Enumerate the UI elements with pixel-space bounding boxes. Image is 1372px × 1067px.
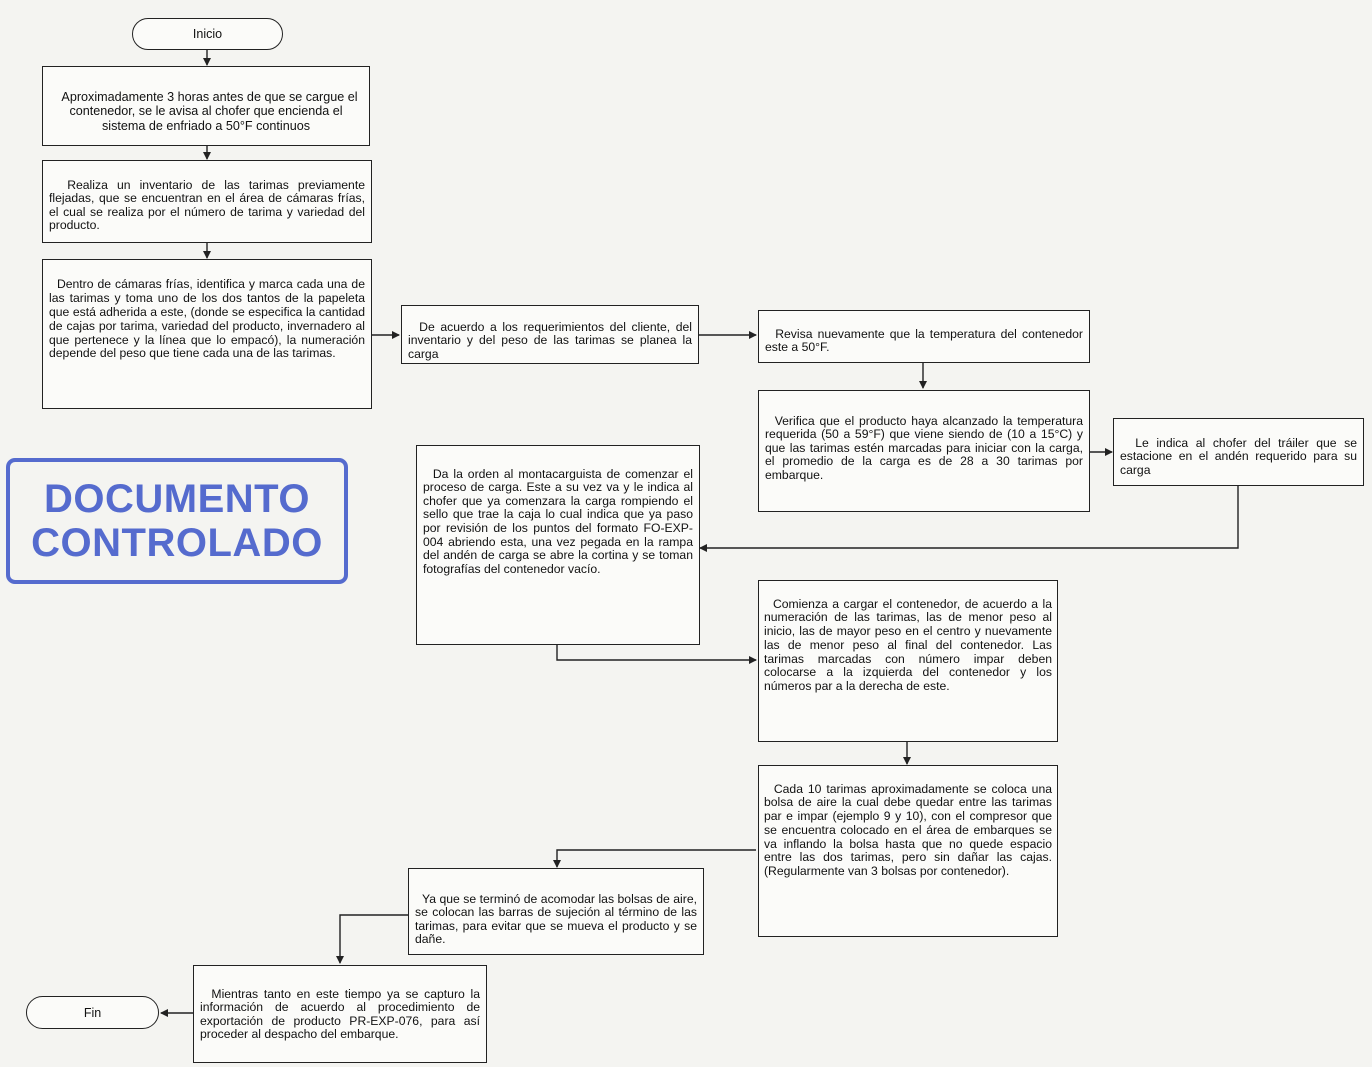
step-5-text: Revisa nuevamente que la temperatura del…: [765, 326, 1087, 355]
step-3-box: Dentro de cámaras frías, identifica y ma…: [42, 259, 372, 409]
step-12-text: Mientras tanto en este tiempo ya se capt…: [200, 986, 484, 1042]
step-10-box: Cada 10 tarimas aproximadamente se coloc…: [758, 765, 1058, 937]
step-6-box: Verifica que el producto haya alcanzado …: [758, 390, 1090, 512]
step-7-box: Le indica al chofer del tráiler que se e…: [1113, 418, 1364, 486]
arrow-step7-to-step8: [699, 485, 1239, 552]
step-11-box: Ya que se terminó de acomodar las bolsas…: [408, 868, 704, 955]
step-4-text: De acuerdo a los requerimientos del clie…: [408, 319, 696, 361]
end-label: Fin: [83, 1005, 102, 1020]
step-1-text: Aproximadamente 3 horas antes de que se …: [61, 89, 362, 133]
arrow-step8-to-step9: [556, 643, 757, 664]
end-terminal: Fin: [26, 996, 159, 1029]
step-4-box: De acuerdo a los requerimientos del clie…: [401, 305, 699, 364]
stamp-line-2: CONTROLADO: [31, 521, 323, 565]
step-9-text: Comienza a cargar el contenedor, de acue…: [764, 596, 1056, 693]
step-2-text: Realiza un inventario de las tarimas pre…: [49, 177, 369, 233]
start-terminal: Inicio: [132, 18, 283, 50]
step-5-box: Revisa nuevamente que la temperatura del…: [758, 310, 1090, 363]
step-11-text: Ya que se terminó de acomodar las bolsas…: [415, 891, 701, 947]
step-6-text: Verifica que el producto haya alcanzado …: [765, 413, 1087, 482]
step-8-box: Da la orden al montacarguista de comenza…: [416, 445, 700, 645]
arrow-step11-to-step12: [336, 914, 408, 964]
step-12-box: Mientras tanto en este tiempo ya se capt…: [193, 965, 487, 1063]
step-10-text: Cada 10 tarimas aproximadamente se coloc…: [764, 781, 1056, 878]
step-7-text: Le indica al chofer del tráiler que se e…: [1120, 435, 1361, 477]
stamp-line-1: DOCUMENTO: [44, 477, 310, 521]
start-label: Inicio: [192, 27, 223, 41]
step-9-box: Comienza a cargar el contenedor, de acue…: [758, 580, 1058, 742]
step-1-box: Aproximadamente 3 horas antes de que se …: [42, 66, 370, 146]
step-2-box: Realiza un inventario de las tarimas pre…: [42, 160, 372, 243]
controlled-document-stamp: DOCUMENTO CONTROLADO: [6, 458, 348, 584]
step-3-text: Dentro de cámaras frías, identifica y ma…: [49, 276, 369, 361]
arrow-step10-to-step11: [553, 849, 756, 868]
step-8-text: Da la orden al montacarguista de comenza…: [423, 466, 697, 576]
